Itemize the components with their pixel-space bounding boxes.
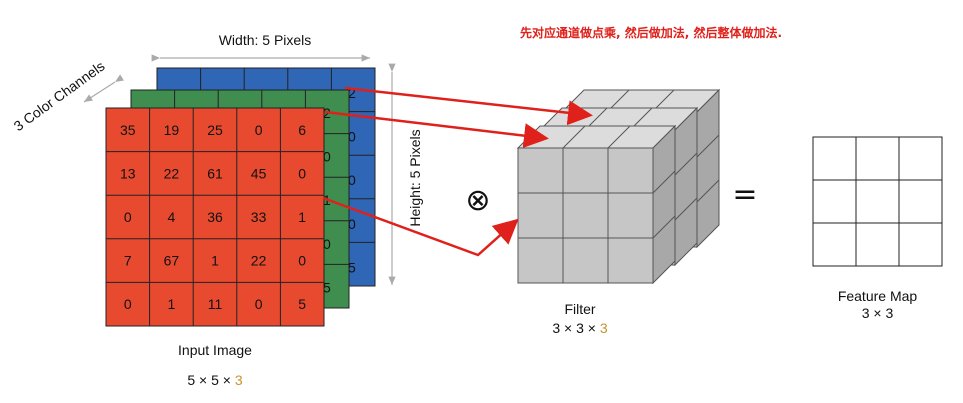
red-channel-cell-value: 13 <box>120 165 136 181</box>
filter-cube <box>516 88 721 285</box>
filter-layer-front <box>516 124 677 285</box>
green-channel-edge-value: 0 <box>323 149 331 165</box>
red-channel-cell-value: 67 <box>164 253 180 269</box>
red-channel-cell-value: 61 <box>207 165 223 181</box>
filter-layer-middle-gridline <box>674 197 698 221</box>
red-channel-cell-value: 1 <box>211 253 219 269</box>
arrow-blue-channel <box>344 86 593 126</box>
filter-dims: 3 × 3 × 3 <box>530 320 630 336</box>
annotation-note: 先对应通道做点乘, 然后做加法, 然后整体做加法. <box>520 26 783 40</box>
red-channel-cell-value: 1 <box>298 209 306 225</box>
red-channel-layer-face <box>105 107 325 327</box>
filter-layer-front-gridline <box>562 125 586 149</box>
input-image-dims: 5 × 5 × 3 <box>150 372 280 388</box>
red-channel-cell-value: 0 <box>255 296 263 312</box>
red-channel-cell-value: 0 <box>298 253 306 269</box>
red-channel-cell-value: 22 <box>164 165 180 181</box>
red-channel-cell-value: 1 <box>168 296 176 312</box>
filter-layer-middle-gridline <box>674 152 698 176</box>
green-channel-edge-value: 5 <box>323 279 331 295</box>
filter-layer-front-gridline <box>652 215 676 239</box>
feature-map-dims: 3 × 3 <box>861 305 894 321</box>
blue-channel-edge-value: 0 <box>348 172 356 188</box>
red-channel-cell-value: 5 <box>298 296 306 312</box>
height-label: Height: 5 Pixels <box>407 129 423 226</box>
filter-dims-accent: 3 <box>599 320 608 336</box>
red-channel-cell-value: 0 <box>255 122 263 138</box>
red-channel-cell-value: 33 <box>251 209 267 225</box>
filter-layer-front-gridline <box>652 170 676 194</box>
filter-layer-front-gridline <box>607 125 631 149</box>
red-channel-cell-value: 36 <box>207 209 223 225</box>
blue-channel-edge-value: 5 <box>348 259 356 275</box>
channel-arrows <box>322 86 593 257</box>
feature-map-title: Feature Map <box>837 288 918 304</box>
convolution-operator: ⊗ <box>465 183 490 218</box>
red-channel-cell-value: 19 <box>164 122 180 138</box>
red-channel-cell-value: 0 <box>298 165 306 181</box>
blue-channel-edge-value: 2 <box>348 85 356 101</box>
input-dims-accent: 3 <box>234 372 243 388</box>
filter-dims-prefix: 3 × 3 × <box>552 320 600 336</box>
blue-channel-edge-value: 0 <box>348 129 356 145</box>
filter-title: Filter <box>564 301 596 317</box>
red-channel-cell-value: 11 <box>208 296 223 312</box>
filter-layer-back-gridline <box>696 134 720 158</box>
channels-dimension-arrow <box>83 74 125 103</box>
input-dims-prefix: 5 × 5 × <box>187 372 235 388</box>
red-channel-cell-value: 22 <box>251 253 267 269</box>
equals-sign: = <box>732 177 757 212</box>
filter-layer-middle-side-face <box>674 106 698 267</box>
red-channel-cell-value: 0 <box>124 209 132 225</box>
feature-map-border <box>812 136 943 267</box>
feature-map-grid <box>812 136 943 267</box>
filter-layer-back-gridline <box>696 179 720 203</box>
green-channel-edge-value: 0 <box>323 236 331 252</box>
arrow-green-channel <box>324 110 549 149</box>
filter-layer-front-side-face <box>652 124 676 285</box>
input-image-stack: 2000520105351925061322614500436331767122… <box>105 67 376 327</box>
red-channel-cell-value: 25 <box>207 122 223 138</box>
red-channel-cell-value: 35 <box>120 122 136 138</box>
filter-layer-back-side-face <box>696 88 720 249</box>
red-channel-cell-value: 0 <box>124 296 132 312</box>
red-channel-cell-value: 7 <box>124 253 132 269</box>
blue-channel-edge-value: 0 <box>348 216 356 232</box>
input-image-title: Input Image <box>178 342 252 358</box>
red-channel-cell-value: 45 <box>251 165 267 181</box>
width-label: Width: 5 Pixels <box>219 32 312 48</box>
red-channel-cell-value: 6 <box>298 122 306 138</box>
arrow-red-channel <box>322 196 519 257</box>
filter-layer-front-front-face <box>517 147 654 284</box>
red-channel-cell-value: 4 <box>168 209 176 225</box>
